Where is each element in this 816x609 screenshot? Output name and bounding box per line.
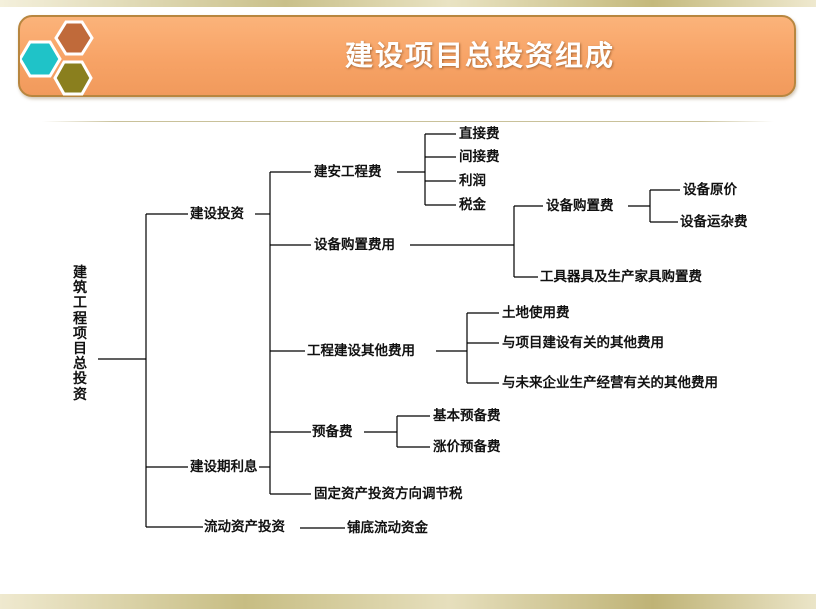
bottom-decor-stripe bbox=[0, 594, 816, 609]
node-equipment-fee: 设备购置费 bbox=[545, 198, 615, 214]
node-contingency: 预备费 bbox=[311, 424, 354, 440]
hexagon-olive bbox=[53, 60, 93, 96]
hexagon-logo bbox=[20, 20, 94, 96]
node-tax: 税金 bbox=[458, 197, 487, 213]
node-future-other: 与未来企业生产经营有关的其他费用 bbox=[501, 375, 719, 391]
node-tools-fee: 工具器具及生产家具购置费 bbox=[539, 269, 703, 285]
header-divider bbox=[42, 121, 774, 122]
title-banner: 建设项目总投资组成 bbox=[18, 15, 796, 97]
node-profit: 利润 bbox=[458, 173, 487, 189]
node-installation-cost: 建安工程费 bbox=[313, 164, 383, 180]
hexagon-teal bbox=[20, 40, 62, 78]
root-node: 建筑工程项目总投资 bbox=[73, 265, 87, 403]
node-project-other: 与项目建设有关的其他费用 bbox=[501, 335, 665, 351]
node-direct-fee: 直接费 bbox=[458, 126, 501, 142]
top-decor-stripe bbox=[0, 0, 816, 7]
node-original-price: 设备原价 bbox=[682, 182, 738, 198]
slide-title: 建设项目总投资组成 bbox=[344, 39, 615, 72]
node-basic-contingency: 基本预备费 bbox=[432, 408, 502, 424]
hexagon-brown bbox=[54, 20, 94, 56]
node-equipment-purchase-cost: 设备购置费用 bbox=[313, 237, 396, 253]
node-freight: 设备运杂费 bbox=[679, 214, 749, 230]
node-construction-interest: 建设期利息 bbox=[189, 459, 259, 475]
node-other-construction-cost: 工程建设其他费用 bbox=[306, 343, 416, 359]
node-working-capital-investment: 流动资产投资 bbox=[203, 519, 286, 535]
node-price-contingency: 涨价预备费 bbox=[432, 439, 502, 455]
node-construction-investment: 建设投资 bbox=[189, 206, 245, 222]
node-fixed-asset-tax: 固定资产投资方向调节税 bbox=[313, 486, 464, 502]
node-indirect-fee: 间接费 bbox=[458, 149, 501, 165]
node-land-fee: 土地使用费 bbox=[501, 305, 571, 321]
node-working-capital-base: 铺底流动资金 bbox=[346, 520, 429, 536]
